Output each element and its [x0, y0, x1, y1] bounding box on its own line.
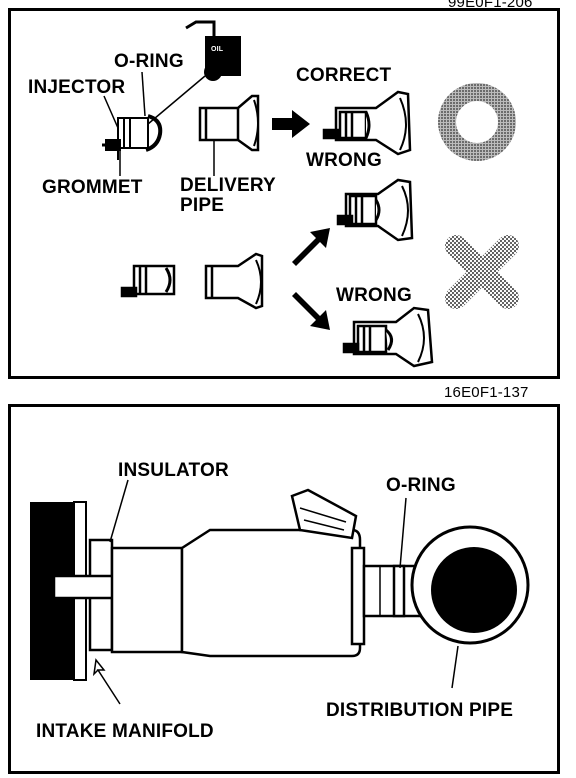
o-ring-label: O-RING: [114, 51, 184, 72]
oil-label: OIL: [211, 46, 224, 53]
intake-manifold-label: INTAKE MANIFOLD: [36, 721, 214, 742]
separate-pipe-icon: [204, 252, 264, 310]
injector-label: INJECTOR: [28, 77, 126, 98]
correct-assembly-icon: [322, 90, 412, 156]
oring-leader-line: [141, 71, 146, 117]
injector-oring-icon: [102, 114, 163, 160]
delivery-pipe-label-line1: DELIVERY: [180, 175, 276, 196]
distribution-pipe-icon: [410, 525, 530, 645]
oil-leader-line: [147, 75, 206, 125]
insulator-leader-line: [109, 479, 129, 543]
arrow-right-icon: [272, 110, 310, 138]
correct-label: CORRECT: [296, 65, 392, 86]
wrong-lower-label: WRONG: [336, 285, 412, 306]
o-ring-label-2: O-RING: [386, 475, 456, 496]
figure-code-label: 16E0F1-137: [444, 384, 529, 401]
oring-leader-line-2: [399, 497, 407, 569]
delivery-pipe-icon: [198, 94, 260, 152]
grommet-label: GROMMET: [42, 177, 143, 198]
oil-can-icon: [185, 20, 241, 81]
wrong-assembly-lower-icon: [342, 306, 434, 368]
injector-leader-line: [103, 95, 119, 129]
correct-ring-icon: [438, 83, 516, 161]
intake-manifold-leader-line: [92, 658, 121, 705]
arrow-up-right-icon: [292, 228, 330, 266]
separate-injector-icon: [120, 264, 176, 298]
distribution-pipe-label: DISTRIBUTION PIPE: [326, 700, 514, 721]
arrow-down-right-icon: [292, 292, 330, 330]
wrong-upper-label: WRONG: [306, 150, 382, 171]
injector-body-icon: [110, 528, 366, 658]
wrong-cross-icon: [445, 235, 519, 309]
connector-icon: [290, 488, 358, 540]
insulator-label: INSULATOR: [118, 460, 229, 481]
injector-section-panel: [8, 404, 560, 774]
injector-install-panel: [8, 8, 560, 379]
distribution-pipe-leader-line: [451, 645, 459, 689]
wrong-assembly-upper-icon: [336, 178, 414, 242]
delivery-pipe-label-line2: PIPE: [180, 195, 225, 216]
header-figure-code: 99E0F1-206: [448, 0, 533, 11]
